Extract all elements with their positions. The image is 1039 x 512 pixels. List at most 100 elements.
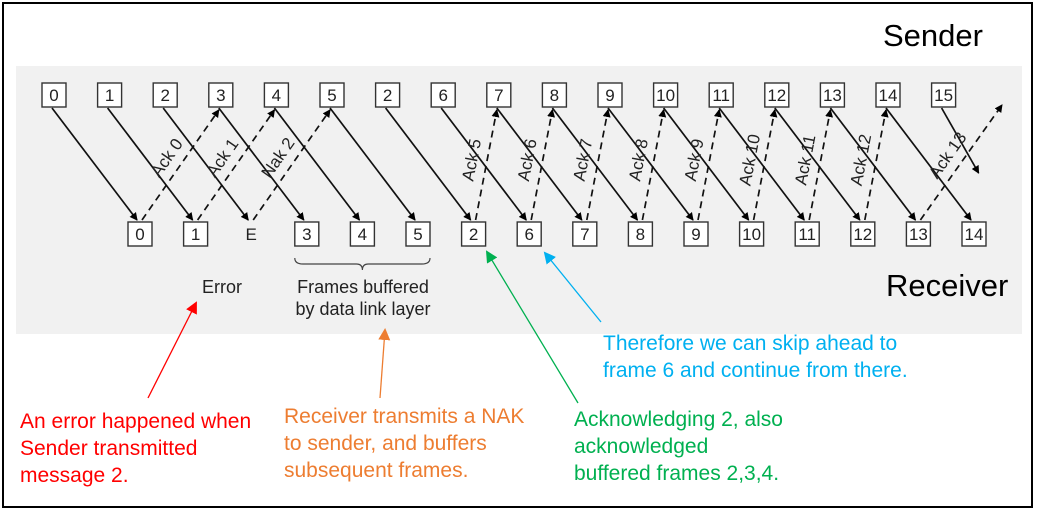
error-note-line-1: Sender transmitted <box>20 437 198 460</box>
sender-frame-11: 10 <box>652 82 679 108</box>
ack-label-5: Ack 7 <box>570 137 597 182</box>
sender-frame-16: 15 <box>930 82 957 108</box>
receiver-frame-3-text: 3 <box>302 225 311 244</box>
skip-note-line-1: frame 6 and continue from there. <box>603 359 908 382</box>
sender-frame-2-text: 2 <box>160 86 169 105</box>
error-label: Error <box>202 277 242 297</box>
sender-frame-16-box <box>930 82 957 108</box>
frame-line-5 <box>329 107 416 221</box>
sender-frame-10-text: 9 <box>605 86 614 105</box>
ack-label-8: Ack 10 <box>736 133 764 188</box>
sender-frame-10-box <box>597 82 623 108</box>
sender-frame-0: 0 <box>41 82 67 108</box>
frame-line-11 <box>662 107 750 221</box>
sender-frame-13-box <box>764 82 790 108</box>
ack-label-4: Ack 6 <box>514 137 541 182</box>
ack-line-2 <box>252 109 331 221</box>
receiver-frame-8-box <box>572 221 598 247</box>
sender-frame-7-box <box>430 82 456 108</box>
receiver-frame-1-box <box>182 221 209 247</box>
receiver-frame-7: 6 <box>516 221 542 247</box>
skip-note-line-0: Therefore we can skip ahead to <box>603 332 898 355</box>
receiver-frame-0: 0 <box>127 221 153 247</box>
error-note-line-2: message 2. <box>20 464 129 487</box>
receiver-label: Receiver <box>886 268 1009 303</box>
receiver-frame-11-text: 10 <box>742 225 761 244</box>
sender-frame-12-box <box>708 82 734 108</box>
ack-line-7 <box>697 109 722 221</box>
error-note-line-0: An error happened when <box>20 410 252 433</box>
frame-line-8 <box>496 107 583 221</box>
nak-note-line-1: to sender, and buffers <box>284 432 487 455</box>
receiver-frame-5-box <box>405 221 431 247</box>
sender-frame-9-text: 8 <box>550 86 559 105</box>
ack-label-3: Ack 5 <box>458 137 485 182</box>
receiver-frame-15-text: 14 <box>965 225 984 244</box>
frame-line-2 <box>162 107 249 221</box>
sender-frame-15-text: 14 <box>879 86 898 105</box>
receiver-frame-14-text: 13 <box>909 225 928 244</box>
frame-line-15 <box>885 107 972 221</box>
receiver-frame-14: 13 <box>905 221 932 247</box>
sender-frame-11-box <box>652 82 679 108</box>
sender-frame-4-text: 4 <box>272 86 281 105</box>
nak-callout-arrow <box>378 328 391 399</box>
receiver-frame-6-text: 2 <box>469 225 478 244</box>
transmission-lines <box>51 104 1003 271</box>
sender-frame-14-text: 13 <box>823 86 842 105</box>
ack-callout-arrow <box>485 250 579 404</box>
buffered-label: Frames buffered by data link layer <box>268 276 458 320</box>
receiver-frame-2-text: E <box>246 225 257 244</box>
receiver-frame-15: 14 <box>961 221 987 247</box>
receiver-frame-6-box <box>460 221 487 247</box>
receiver-frame-5-text: 5 <box>413 225 422 244</box>
sender-frame-5: 5 <box>319 82 345 108</box>
receiver-frame-9: 8 <box>627 221 654 247</box>
receiver-frame-7-text: 6 <box>524 225 533 244</box>
sender-frame-2: 2 <box>152 82 178 108</box>
ack-label-11: Ack 13 <box>925 129 971 182</box>
receiver-frame-3-box <box>294 221 320 247</box>
receiver-frame-10-text: 9 <box>691 225 700 244</box>
sender-frame-3: 3 <box>208 82 234 108</box>
sender-frame-1: 1 <box>96 82 123 108</box>
receiver-frame-5: 5 <box>405 221 431 247</box>
receiver-frame-4-box <box>349 221 376 247</box>
receiver-frame-12: 11 <box>794 221 820 247</box>
ack-label-7: Ack 9 <box>681 137 708 182</box>
sender-frame-5-text: 5 <box>327 86 336 105</box>
receiver-frame-10: 9 <box>683 221 709 247</box>
frame-line-3 <box>218 107 305 221</box>
receiver-frame-13: 12 <box>850 221 876 247</box>
skip-note: Therefore we can skip ahead to frame 6 an… <box>603 330 908 384</box>
ack-note-line-0: Acknowledging 2, also <box>574 408 783 431</box>
frame-line-0 <box>51 107 138 221</box>
sender-frame-10: 9 <box>597 82 623 108</box>
receiver-frame-3: 3 <box>294 221 320 247</box>
sender-frame-12: 11 <box>708 82 734 108</box>
receiver-frame-1: 1 <box>182 221 209 247</box>
callout-arrows <box>147 250 602 404</box>
sender-frame-5-box <box>319 82 345 108</box>
receiver-frame-9-box <box>627 221 654 247</box>
receiver-frame-13-box <box>850 221 876 247</box>
error-callout-arrow <box>147 301 197 399</box>
sender-frame-8: 7 <box>486 82 512 108</box>
receiver-frame-0-box <box>127 221 153 247</box>
diagram-background <box>16 66 1022 334</box>
sender-frame-2-box <box>152 82 178 108</box>
receiver-frame-4-text: 4 <box>358 225 367 244</box>
ack-label-6: Ack 8 <box>625 137 652 182</box>
receiver-frame-7-box <box>516 221 542 247</box>
sender-frame-11-text: 10 <box>656 86 675 105</box>
sender-frame-9-box <box>541 82 568 108</box>
frame-line-14 <box>829 107 917 221</box>
frame-line-12 <box>718 107 805 221</box>
sender-frame-6-text: 2 <box>383 86 392 105</box>
buffered-label-line1: Frames buffered <box>297 277 429 297</box>
